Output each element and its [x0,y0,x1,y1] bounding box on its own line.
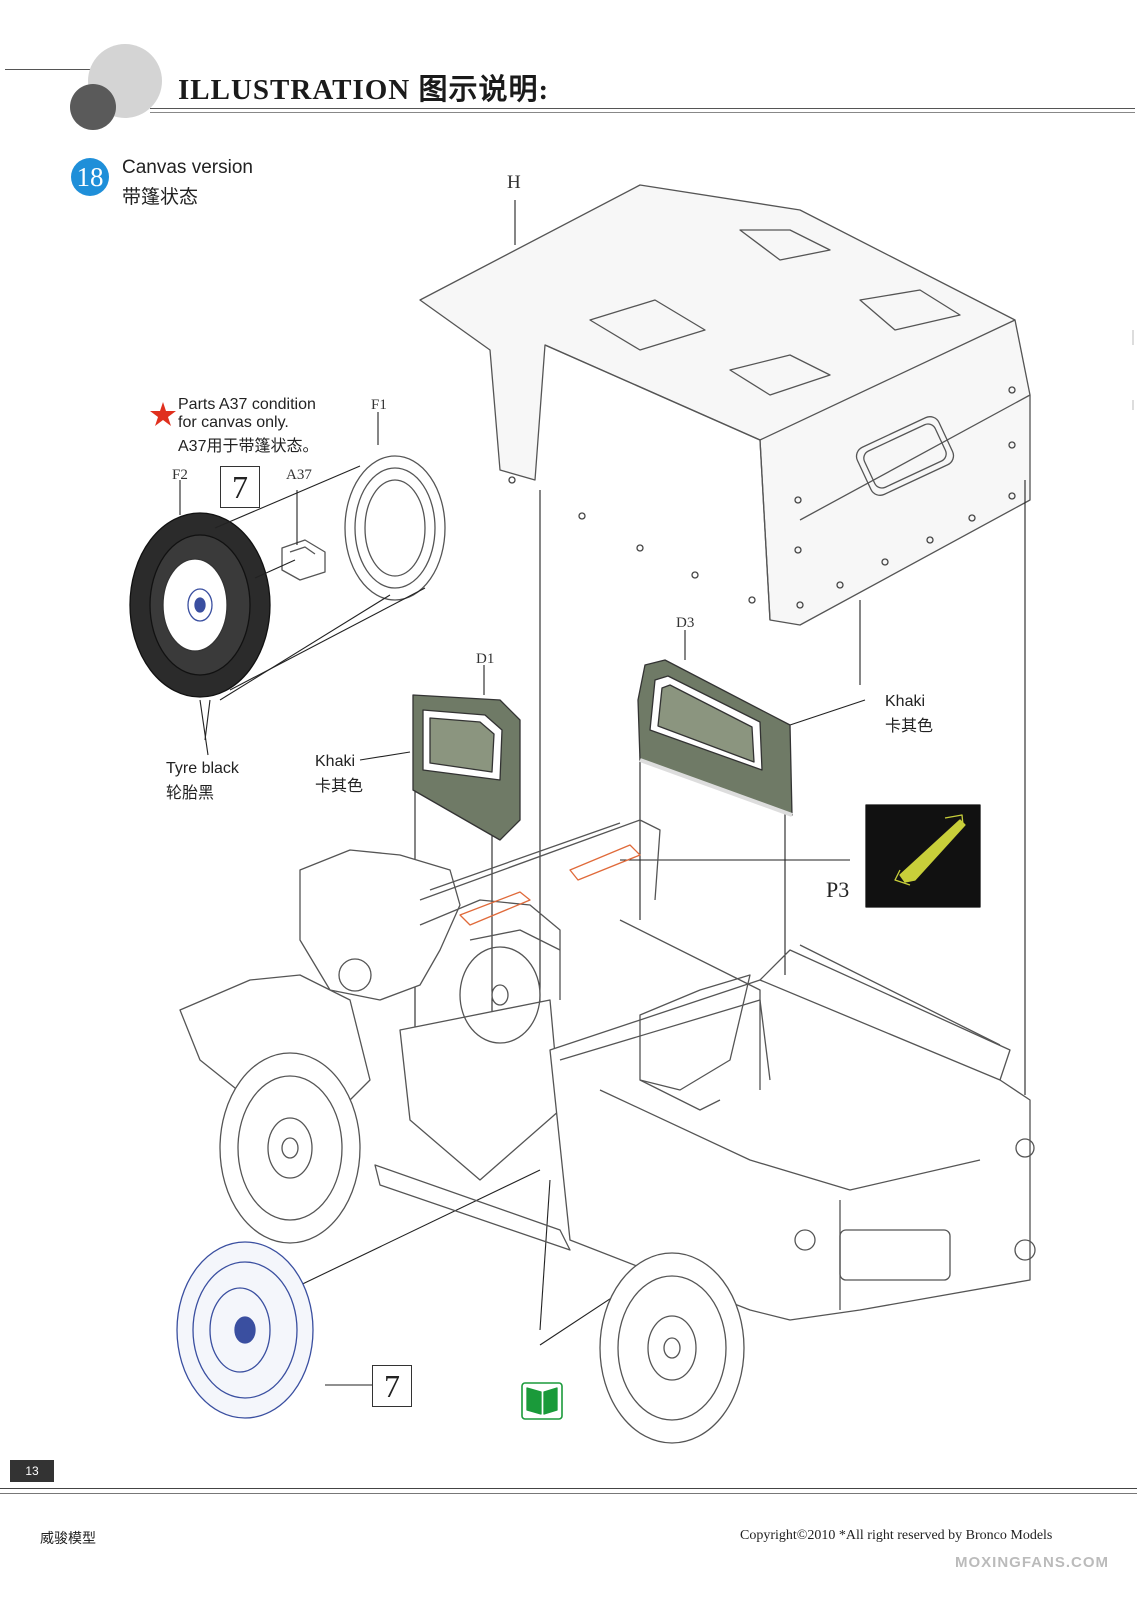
spare-tyre-f2 [129,512,271,698]
label-d3: D3 [676,615,695,631]
label-h: H [507,172,521,193]
decal-icon [521,1382,563,1420]
footer-rule-secondary [0,1493,1137,1494]
note-a37-line2: for canvas only. [178,414,289,431]
note-khaki-left-en: Khaki [315,753,356,770]
step-number-badge: 18 [71,158,109,196]
bracket-a37 [281,539,326,581]
label-p3: P3 [826,877,850,902]
star-icon [150,402,176,426]
door-panel-d3 [637,659,793,817]
reference-box-bottom: 7 [372,1365,412,1407]
note-khaki-right-en: Khaki [885,693,926,710]
note-khaki-right-cn: 卡其色 [885,718,934,735]
vehicle-body [179,819,1036,1321]
tyre-cover-f1 [344,455,446,601]
watermark: MOXINGFANS.COM [955,1554,1110,1571]
note-tyre-cn: 轮胎黑 [166,785,215,802]
canvas-top-part-h [419,184,1031,626]
detached-wheel [176,1241,314,1419]
page-number: 13 [10,1460,54,1482]
note-khaki-left-cn: 卡其色 [315,778,364,795]
footer-copyright: Copyright©2010 *All right reserved by Br… [740,1528,1053,1543]
header-rule-left [5,69,95,70]
header-circle-dark [70,84,116,130]
note-tyre-en: Tyre black [166,760,239,777]
front-wheel [219,1052,361,1244]
label-f2: F2 [172,467,188,483]
step-title-chinese: 带篷状态 [122,187,199,208]
label-d1: D1 [476,651,495,667]
header-rule-secondary [150,112,1135,113]
header-rule [150,108,1135,109]
note-a37-line1: Parts A37 condition [178,396,316,413]
label-f1: F1 [371,397,387,413]
inset-p3 [865,804,981,908]
note-a37-line3: A37用于带篷状态。 [178,438,319,455]
footer-rule [0,1488,1137,1489]
reference-box-top: 7 [220,466,260,508]
door-panel-d1 [412,694,521,841]
label-a37: A37 [286,467,312,483]
rear-wheel [599,1252,745,1444]
page-title: ILLUSTRATION 图示说明: [178,74,550,106]
step-title-english: Canvas version [122,157,253,178]
footer-brand: 威骏模型 [40,1532,96,1547]
